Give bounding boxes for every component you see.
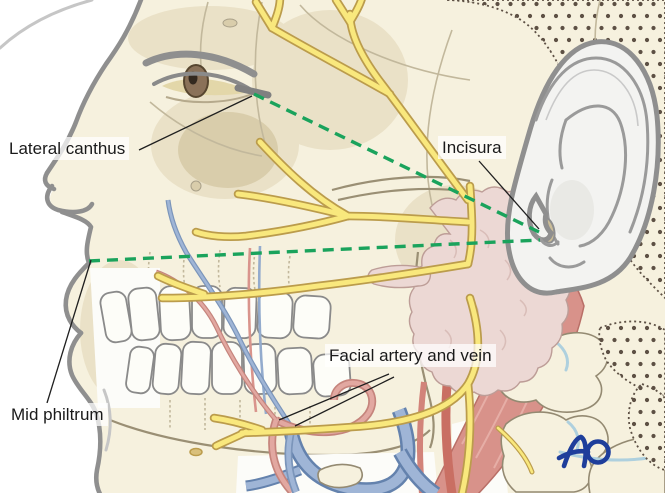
ear [504,39,661,296]
stipple-patches-lower [598,320,665,471]
philtrum-incisura-line [88,238,541,263]
hyoid-bone [317,463,364,489]
eyebrow [142,50,258,78]
lateral-canthus-mark [234,84,272,99]
eye [142,50,272,104]
label-lateral-canthus: Lateral canthus [5,137,130,161]
label-incisura: Incisura [438,136,506,160]
leader-lines [46,95,540,427]
label-mid-philtrum: Mid philtrum [7,403,108,427]
reference-lines [88,92,541,263]
label-facial-artery-vein: Facial artery and vein [325,344,496,368]
facial-nerve-branches [153,0,535,493]
ao-logo [556,434,611,469]
neck-vessels [245,358,481,493]
